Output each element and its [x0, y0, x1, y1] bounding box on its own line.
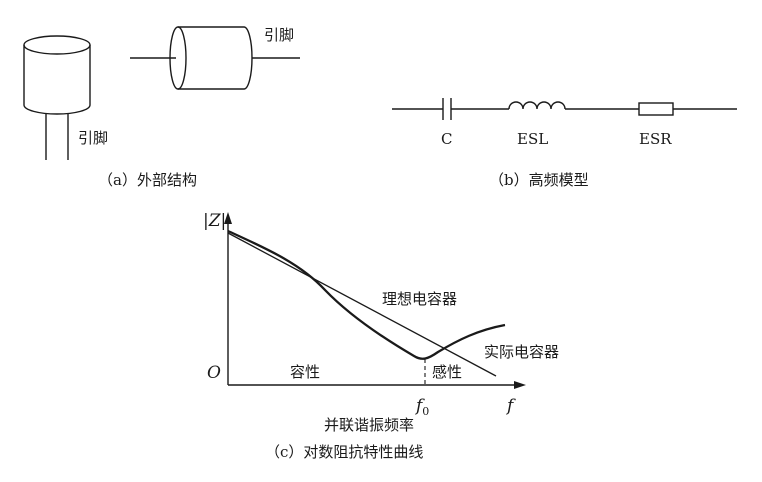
horizontal-capacitor-body — [169, 26, 253, 90]
y-axis-label: |Z| — [203, 211, 226, 231]
ideal-capacitor-line — [227, 232, 497, 377]
x-axis-arrow — [514, 381, 526, 389]
panel-a: 引脚 引脚 （a）外部结构 — [23, 26, 300, 189]
actual-capacitor-curve — [227, 229, 506, 360]
actual-capacitor-label: 实际电容器 — [484, 343, 559, 361]
panel-c: |Z| O f 理想电容器 实际电容器 容性 感性 f0 并联谐振频率 （c）对… — [203, 211, 559, 461]
inductor-symbol — [508, 101, 566, 110]
vertical-capacitor-body — [23, 35, 91, 115]
capacitor-symbol — [442, 98, 452, 120]
capacitive-region-label: 容性 — [290, 363, 320, 381]
y-axis-arrow — [224, 212, 232, 224]
esr-label: ESR — [639, 130, 672, 148]
pin-label-top: 引脚 — [264, 26, 294, 44]
caption-b: （b）高频模型 — [489, 171, 589, 189]
f0-main: f — [414, 396, 425, 416]
x-axis-label: f — [505, 396, 516, 416]
f0-description: 并联谐振频率 — [324, 416, 414, 434]
caption-c: （c）对数阻抗特性曲线 — [265, 443, 423, 461]
c-label: C — [441, 130, 452, 148]
pin-label-bottom: 引脚 — [78, 129, 108, 147]
f0-label: f0 — [414, 396, 429, 418]
caption-a: （a）外部结构 — [98, 171, 197, 189]
f0-subscript: 0 — [422, 405, 429, 418]
inductive-region-label: 感性 — [432, 363, 462, 381]
panel-b: C ESL ESR （b）高频模型 — [392, 98, 737, 189]
ideal-capacitor-label: 理想电容器 — [382, 290, 457, 308]
origin-label: O — [207, 363, 221, 383]
esl-label: ESL — [517, 130, 548, 148]
resistor-symbol — [638, 102, 674, 116]
